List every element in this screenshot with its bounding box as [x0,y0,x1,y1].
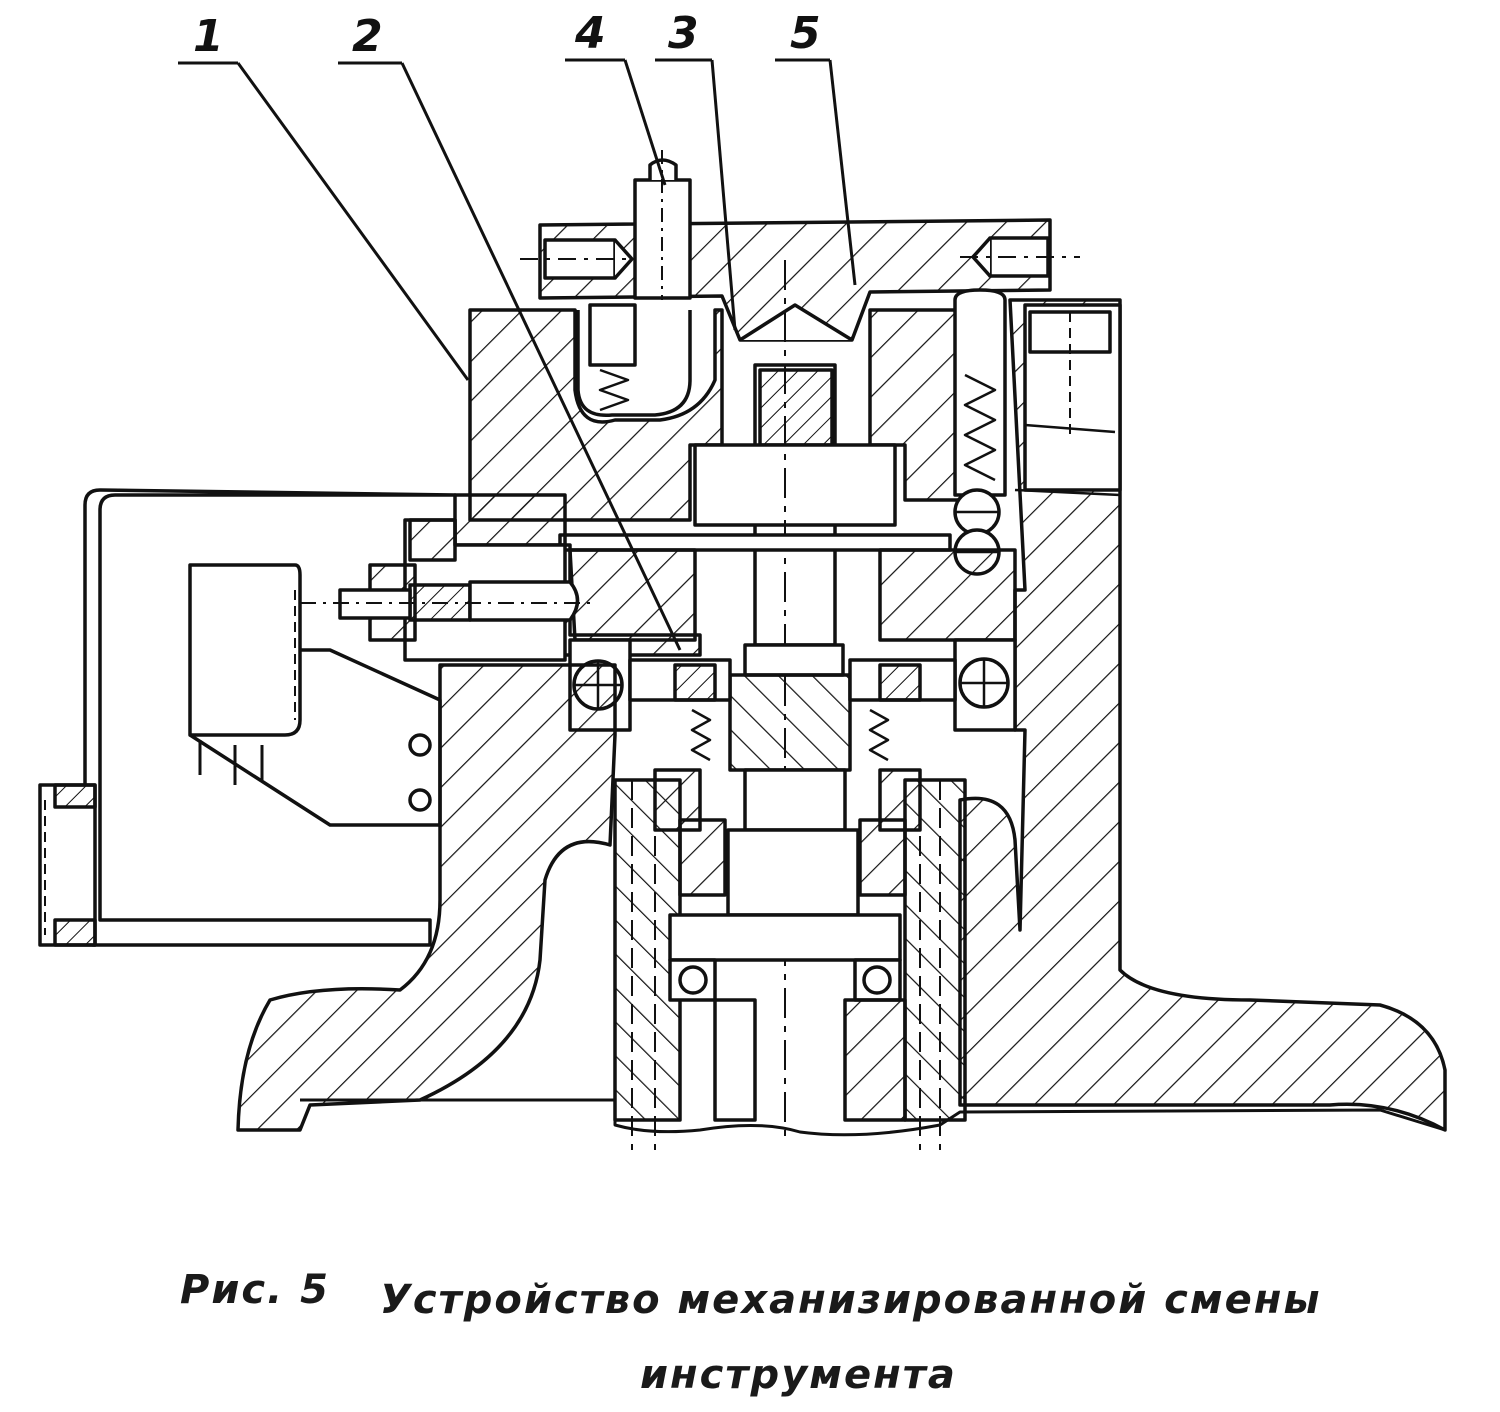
lower-left-body [236,663,617,1132]
figure-label: Рис. 5 [180,1267,331,1313]
caption-line-2: инструмента [640,1352,957,1398]
callout-2: 2 [352,11,383,62]
upper-body [468,308,724,522]
callout-5: 5 [790,8,821,59]
callout-1: 1 [193,11,224,62]
callout-4: 4 [575,8,606,59]
callout-3: 3 [668,8,699,59]
caption-line-1: Устройство механизированной смены [380,1277,1322,1323]
